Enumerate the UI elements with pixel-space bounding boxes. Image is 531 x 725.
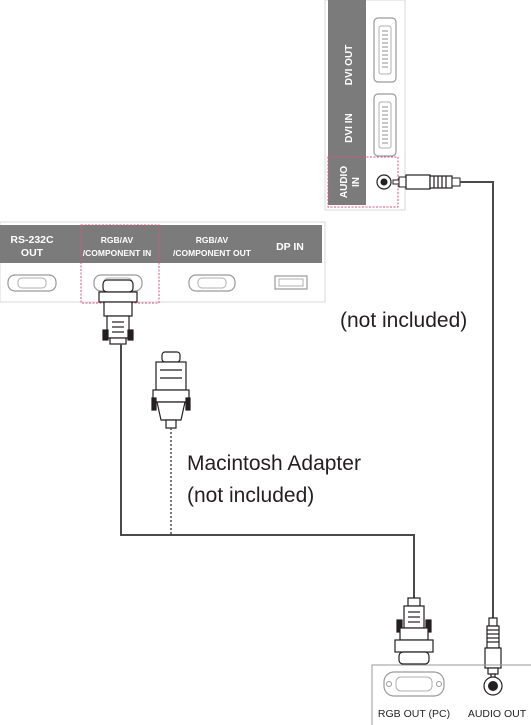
rgb-cable <box>120 344 415 600</box>
rs232c-port <box>7 274 57 292</box>
top-port-panel: DVI OUT DVI IN AUDIO IN <box>324 0 406 211</box>
adapter-note-line2: (not included) <box>187 484 314 507</box>
audio-plug-bottom <box>484 617 502 683</box>
top-panel-label-bar <box>328 0 366 205</box>
rgb-out-port <box>188 274 236 292</box>
left-port-panel: RS-232C OUT RGB/AV /COMPONENT IN RGB/AV … <box>0 221 326 304</box>
macintosh-adapter <box>151 351 191 429</box>
dsub-plug-bottom <box>394 597 434 665</box>
rgb-out-label-line2: /COMPONENT OUT <box>173 248 252 258</box>
pc-audio-out-jack <box>483 676 503 696</box>
audio-in-jack <box>376 174 392 190</box>
dp-in-label: DP IN <box>276 241 304 253</box>
adapter-note-line1: Macintosh Adapter <box>187 452 361 475</box>
rs232c-label-line1: RS-232C <box>10 234 54 246</box>
dsub-plug-top <box>98 279 138 345</box>
left-panel-label-bar <box>0 225 322 263</box>
pc-audio-out-label: AUDIO OUT <box>468 708 527 720</box>
rs232c-label-line2: OUT <box>21 247 44 259</box>
rgb-in-label-line2: /COMPONENT IN <box>83 248 151 258</box>
audio-plug-top <box>392 174 461 190</box>
rgb-out-label-line1: RGB/AV <box>196 235 229 245</box>
dp-in-port <box>274 275 308 290</box>
rgb-in-highlight <box>80 224 160 304</box>
dvi-out-label: DVI OUT <box>344 45 355 86</box>
dvi-in-port <box>373 93 397 157</box>
pc-rgb-out-label: RGB OUT (PC) <box>378 708 450 720</box>
dvi-out-port <box>373 17 397 83</box>
pc-back-panel: RGB OUT (PC) AUDIO OUT <box>371 664 531 725</box>
audio-cable-note: (not included) <box>340 309 467 332</box>
audio-in-label-line1: AUDIO <box>339 166 350 198</box>
dvi-in-label: DVI IN <box>344 113 355 142</box>
rgb-in-label-line1: RGB/AV <box>101 235 134 245</box>
audio-cable <box>460 181 494 620</box>
pc-rgb-out-port <box>383 671 445 697</box>
audio-in-label-line2: IN <box>351 177 362 187</box>
